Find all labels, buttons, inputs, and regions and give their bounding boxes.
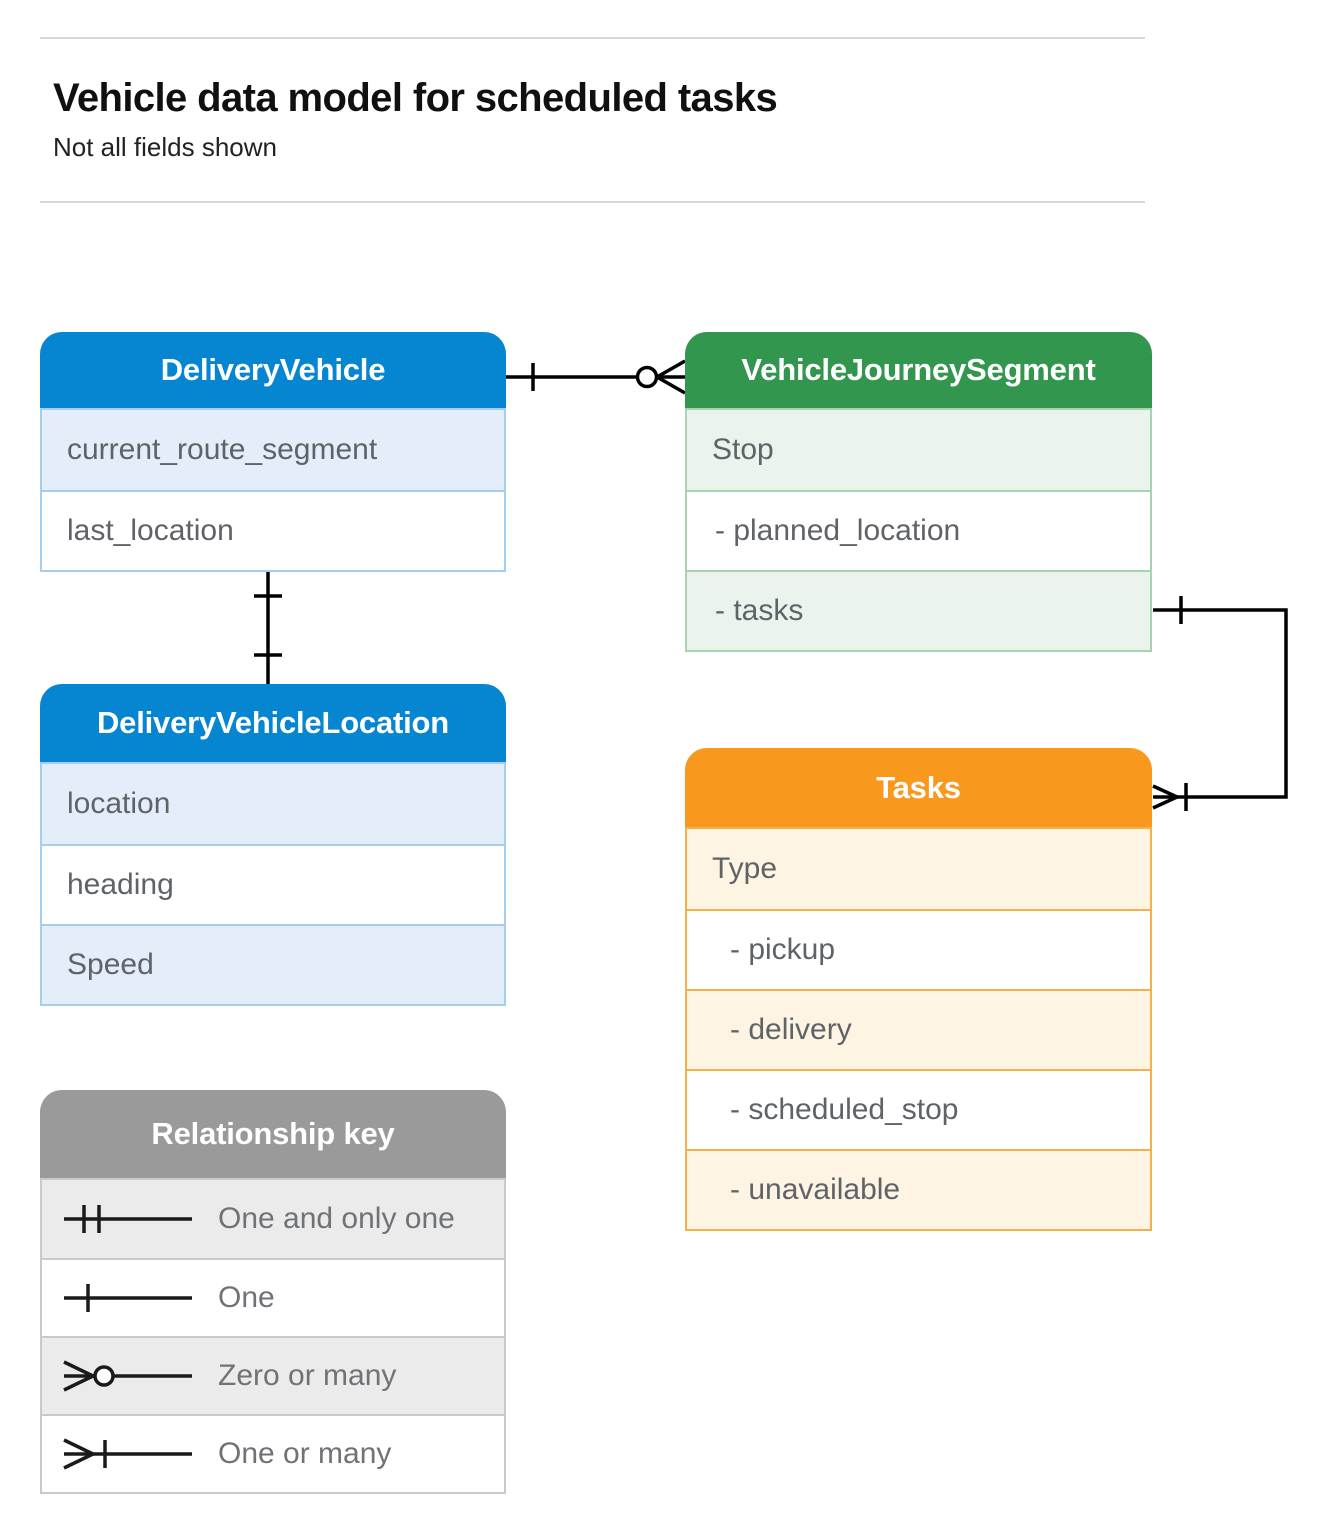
page-subtitle: Not all fields shown [53,132,277,162]
entity-delivery-vehicle-location-header: DeliveryVehicleLocation [40,684,506,762]
field-label: - pickup [730,933,836,966]
entity-tasks: Tasks Type - pickup - delivery - schedul… [685,748,1152,1231]
legend-row: One and only one [42,1180,504,1258]
field-label: - unavailable [730,1173,901,1206]
one-or-many-icon [63,1438,192,1470]
field-label: Stop [712,433,774,466]
top-divider [40,37,1145,39]
field-label: - planned_location [715,514,961,547]
legend-row: Zero or many [42,1336,504,1414]
one-and-only-one-icon [64,1205,192,1233]
legend-row: One [42,1258,504,1336]
connector-vehicle-to-location [254,568,282,684]
title-divider [40,201,1145,203]
field-label: last_location [67,514,234,547]
field-row: last_location [42,490,504,570]
page-title: Vehicle data model for scheduled tasks [53,76,778,120]
relationship-key-header: Relationship key [40,1090,506,1178]
field-row: Type [687,829,1150,909]
field-row: Stop [687,410,1150,490]
entity-delivery-vehicle: DeliveryVehicle current_route_segment la… [40,332,506,572]
entity-delivery-vehicle-location-fields: location heading Speed [40,762,506,1006]
entity-title: Tasks [876,769,961,805]
legend-label: One or many [218,1437,392,1470]
field-row: - scheduled_stop [687,1069,1150,1149]
relationship-key: Relationship key One and only one One [40,1090,506,1494]
entity-vehicle-journey-segment-fields: Stop - planned_location - tasks [685,408,1152,652]
entity-delivery-vehicle-header: DeliveryVehicle [40,332,506,408]
field-label: current_route_segment [67,433,378,466]
field-row: Speed [42,924,504,1004]
field-row: - unavailable [687,1149,1150,1229]
legend-row: One or many [42,1414,504,1492]
field-row: - tasks [687,570,1150,650]
connector-tasks-field-to-tasks [1152,596,1288,811]
field-label: Speed [67,948,154,981]
legend-title: Relationship key [151,1116,395,1151]
legend-label: One and only one [218,1202,455,1235]
entity-title: DeliveryVehicleLocation [96,705,450,740]
zero-or-many-icon [63,1360,192,1392]
field-label: heading [67,868,174,901]
field-row: - planned_location [687,490,1150,570]
legend-label: Zero or many [218,1359,397,1392]
field-label: - delivery [730,1013,852,1046]
field-label: location [67,787,171,820]
one-icon [64,1284,192,1312]
legend-label: One [218,1281,275,1314]
field-row: - delivery [687,989,1150,1069]
field-row: location [42,764,504,844]
entity-title: DeliveryVehicle [160,352,386,387]
entity-tasks-header: Tasks [685,748,1152,827]
field-row: - pickup [687,909,1150,989]
entity-tasks-fields: Type - pickup - delivery - scheduled_sto… [685,827,1152,1231]
relationship-key-rows: One and only one One Zero or many [40,1178,506,1494]
field-row: current_route_segment [42,410,504,490]
connector-vehicle-to-journeysegment [506,359,686,395]
entity-delivery-vehicle-fields: current_route_segment last_location [40,408,506,572]
field-label: - scheduled_stop [730,1093,959,1126]
entity-vehicle-journey-segment-header: VehicleJourneySegment [685,332,1152,408]
entity-delivery-vehicle-location: DeliveryVehicleLocation location heading… [40,684,506,1006]
field-row: heading [42,844,504,924]
field-label: Type [712,852,778,885]
field-label: - tasks [715,594,804,627]
entity-title: VehicleJourneySegment [741,352,1096,387]
entity-vehicle-journey-segment: VehicleJourneySegment Stop - planned_loc… [685,332,1152,652]
